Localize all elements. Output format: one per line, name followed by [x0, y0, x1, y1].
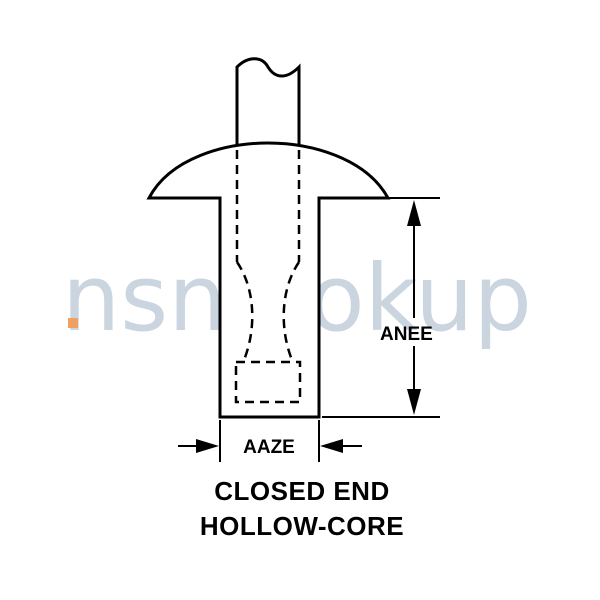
- caption-line-2: HOLLOW-CORE: [200, 511, 404, 541]
- hidden-mandrel-neck-right: [282, 261, 301, 361]
- width-dimension: [178, 420, 362, 462]
- width-label: AAZE: [243, 437, 295, 458]
- hidden-mandrel-neck-left: [235, 261, 254, 361]
- hidden-mandrel-head: [234, 360, 302, 404]
- watermark-dot: [68, 318, 78, 328]
- hidden-mandrel: [234, 150, 302, 404]
- height-label: ANEE: [380, 324, 433, 345]
- width-arrow-right-head: [320, 439, 343, 453]
- mandrel-stem: [235, 57, 301, 150]
- height-dimension: [322, 197, 440, 418]
- mandrel-stem-outline: [235, 57, 301, 150]
- height-arrow-down: [407, 389, 421, 415]
- width-arrow-left-head: [196, 439, 219, 453]
- height-arrow-up: [407, 200, 421, 226]
- caption-line-1: CLOSED END: [214, 476, 389, 506]
